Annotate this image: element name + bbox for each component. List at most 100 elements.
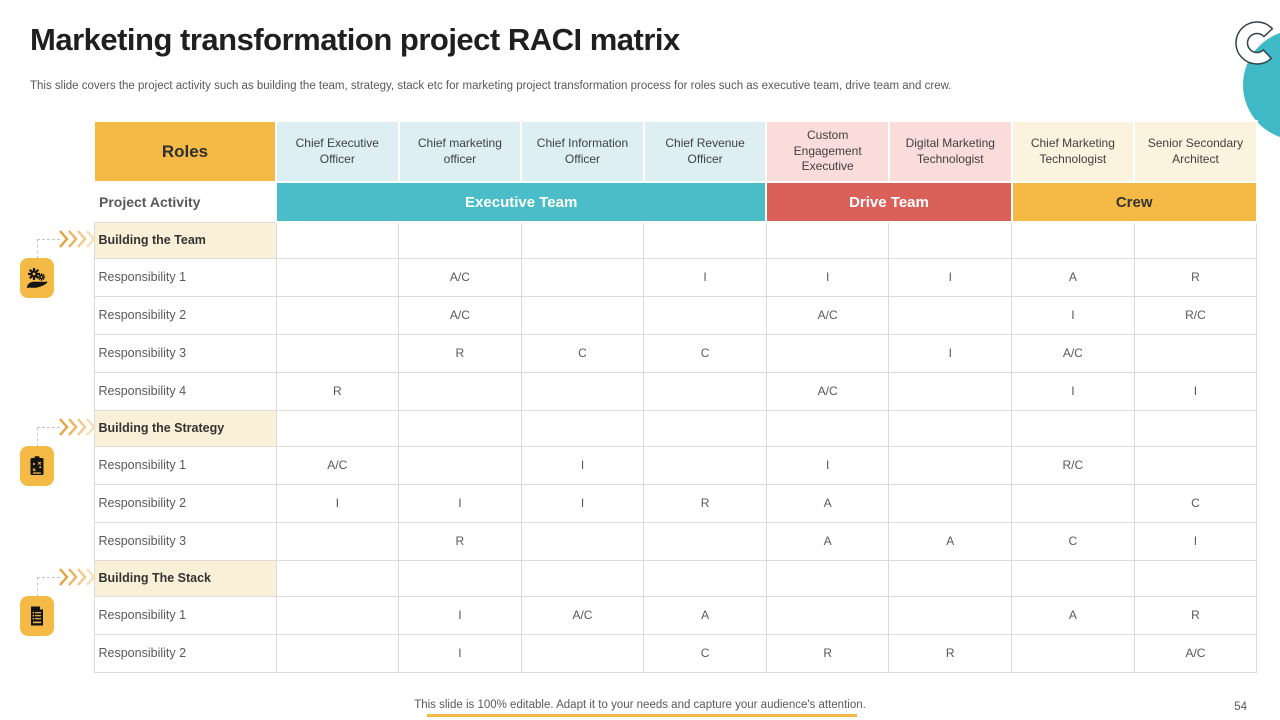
dashed-connector (37, 239, 60, 259)
matrix-cell: C (1011, 521, 1135, 561)
team-band-yellow: Crew (1010, 181, 1258, 223)
matrix-cell (275, 559, 400, 597)
matrix-cell (1133, 333, 1258, 373)
matrix-cell (520, 221, 645, 259)
matrix-cell (888, 483, 1013, 523)
matrix-cell: I (765, 445, 890, 485)
matrix-cell: I (275, 483, 400, 523)
matrix-cell: I (398, 483, 522, 523)
decorative-shape (1235, 21, 1280, 137)
matrix-cell (520, 371, 645, 411)
matrix-cell: R (398, 333, 522, 373)
matrix-cell: C (1133, 483, 1258, 523)
matrix-cell (1011, 483, 1135, 523)
matrix-cell: A/C (1133, 633, 1258, 673)
matrix-cell: A/C (275, 445, 400, 485)
dashed-connector (37, 427, 60, 447)
matrix-cell: R (1133, 595, 1258, 635)
matrix-cell: R/C (1133, 295, 1258, 335)
matrix-cell (643, 409, 767, 447)
matrix-cell (275, 521, 400, 561)
matrix-cell: I (398, 633, 522, 673)
footer-note: This slide is 100% editable. Adapt it to… (414, 699, 866, 711)
role-header-5: Custom Engagement Executive (765, 120, 890, 183)
matrix-cell: A/C (1011, 333, 1135, 373)
matrix-cell (520, 521, 645, 561)
footer-accent-line (427, 714, 857, 717)
matrix-cell (888, 409, 1013, 447)
matrix-cell (520, 559, 645, 597)
matrix-cell (765, 559, 890, 597)
chevron-arrows-icon (59, 230, 95, 248)
matrix-cell (1011, 633, 1135, 673)
matrix-cell (1011, 409, 1135, 447)
responsibility-label: Responsibility 1 (93, 595, 277, 635)
matrix-cell: R (1133, 257, 1258, 297)
matrix-cell (520, 295, 645, 335)
matrix-cell: A (1011, 257, 1135, 297)
role-header-1: Chief Executive Officer (275, 120, 400, 183)
matrix-cell: I (643, 257, 767, 297)
responsibility-label: Responsibility 3 (93, 333, 277, 373)
matrix-cell (1133, 409, 1258, 447)
matrix-cell: A (888, 521, 1013, 561)
matrix-cell: A (1011, 595, 1135, 635)
c-arc-icon (1235, 21, 1274, 65)
matrix-cell: R/C (1011, 445, 1135, 485)
page-subtitle: This slide covers the project activity s… (30, 80, 952, 92)
matrix-cell: R (398, 521, 522, 561)
strategy-board-icon (20, 446, 54, 486)
responsibility-label: Responsibility 1 (93, 257, 277, 297)
team-band-red: Drive Team (765, 181, 1013, 223)
matrix-cell: C (643, 333, 767, 373)
matrix-cell (1133, 559, 1258, 597)
matrix-cell (398, 559, 522, 597)
chevron-arrows-icon (59, 568, 95, 586)
matrix-cell: R (888, 633, 1013, 673)
section-row: Building the Team (93, 221, 1258, 259)
project-activity-header: Project Activity (93, 181, 277, 223)
matrix-cell (520, 257, 645, 297)
matrix-cell: R (275, 371, 400, 411)
page-title: Marketing transformation project RACI ma… (30, 22, 680, 57)
document-list-icon (20, 596, 54, 636)
matrix-cell (765, 409, 890, 447)
matrix-cell (275, 595, 400, 635)
hand-gears-icon (20, 258, 54, 298)
matrix-cell: I (765, 257, 890, 297)
matrix-cell (398, 409, 522, 447)
matrix-cell (398, 371, 522, 411)
matrix-cell (888, 559, 1013, 597)
role-header-7: Chief Marketing Technologist (1010, 120, 1136, 183)
page-number: 54 (1234, 701, 1247, 713)
matrix-cell: A (643, 595, 767, 635)
matrix-cell (888, 595, 1013, 635)
matrix-cell: I (1133, 371, 1258, 411)
matrix-cell (765, 595, 890, 635)
matrix-cell: I (1133, 521, 1258, 561)
matrix-cell: I (520, 445, 645, 485)
role-header-3: Chief Information Officer (520, 120, 645, 183)
responsibility-label: Responsibility 3 (93, 521, 277, 561)
matrix-cell (275, 295, 400, 335)
matrix-cell: R (643, 483, 767, 523)
roles-corner-header: Roles (93, 120, 277, 183)
matrix-cell (1133, 221, 1258, 259)
team-band-teal: Executive Team (274, 181, 768, 223)
section-title: Building The Stack (93, 559, 277, 597)
responsibility-label: Responsibility 2 (93, 295, 277, 335)
responsibility-label: Responsibility 2 (93, 483, 277, 523)
matrix-cell: C (643, 633, 767, 673)
matrix-cell (765, 333, 890, 373)
responsibility-label: Responsibility 4 (93, 371, 277, 411)
